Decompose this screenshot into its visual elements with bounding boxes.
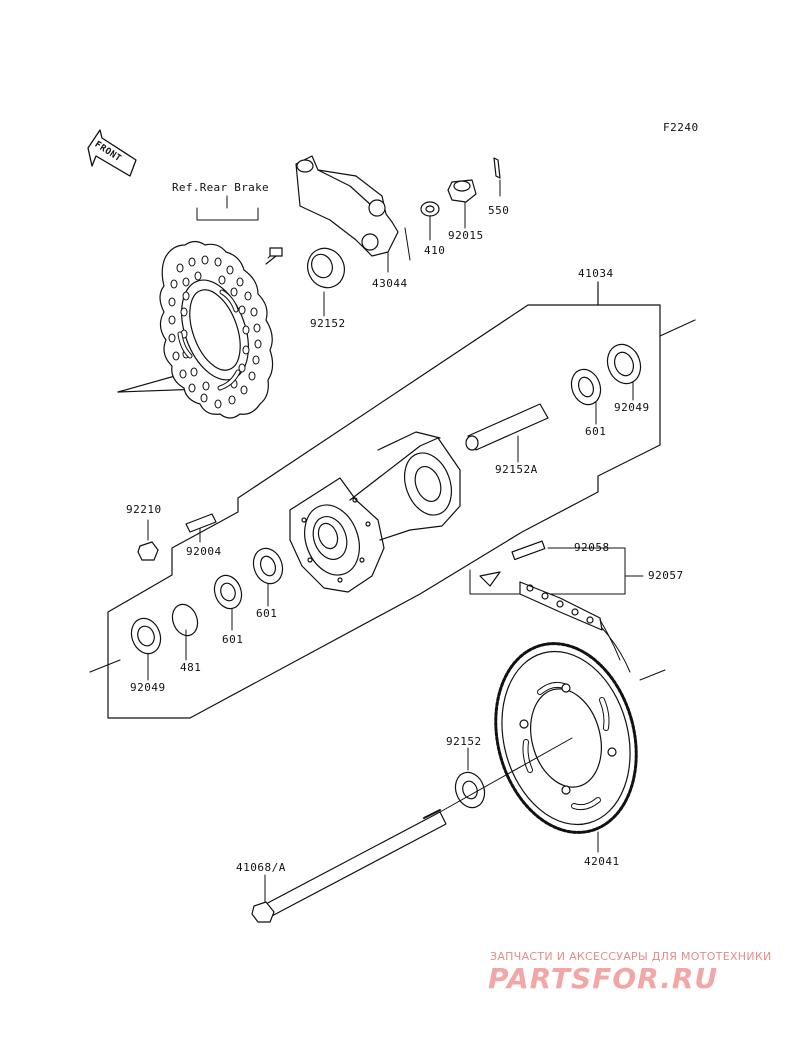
part-label-601-right: 601: [585, 425, 607, 438]
part-label-92057: 92057: [648, 569, 684, 582]
collar-bottom: [454, 771, 486, 809]
caliper-bracket: [295, 155, 399, 257]
front-arrow-icon: [87, 129, 137, 177]
seal-left: [130, 617, 162, 655]
spacer-tube: [465, 403, 549, 451]
reference-label: Ref.Rear Brake: [172, 181, 269, 194]
disc-bolt: [265, 247, 283, 265]
part-label-92210: 92210: [126, 503, 162, 516]
part-label-550: 550: [488, 204, 510, 217]
wheel-hub: [289, 431, 461, 593]
part-label-601-mid: 601: [256, 607, 278, 620]
part-label-410: 410: [424, 244, 446, 257]
figure-code: F2240: [663, 121, 699, 134]
part-label-92152a: 92152A: [495, 463, 538, 476]
bearing-right: [570, 368, 602, 406]
part-label-41034: 41034: [578, 267, 614, 280]
collar-top: [307, 247, 345, 289]
watermark-tagline: ЗАПЧАСТИ И АКСЕССУАРЫ ДЛЯ МОТОТЕХНИКИ: [490, 950, 772, 963]
part-label-92004: 92004: [186, 545, 222, 558]
cotter-pin: [493, 157, 501, 179]
washer-410: [420, 201, 440, 217]
part-label-42041: 42041: [584, 855, 620, 868]
bearing-left: [213, 574, 243, 610]
axle: [251, 737, 573, 923]
stud-92004: [185, 513, 217, 533]
nut-92210: [137, 541, 159, 561]
part-label-92015: 92015: [448, 229, 484, 242]
bearing-mid: [252, 547, 284, 585]
part-label-92049-left: 92049: [130, 681, 166, 694]
part-label-92049-right: 92049: [614, 401, 650, 414]
seal-right: [606, 343, 642, 385]
part-label-601-left: 601: [222, 633, 244, 646]
drive-chain: [479, 540, 631, 673]
part-label-92152-bottom: 92152: [446, 735, 482, 748]
part-label-481: 481: [180, 661, 202, 674]
part-label-43044: 43044: [372, 277, 408, 290]
rear-sprocket: [494, 642, 638, 834]
part-label-92152-top: 92152: [310, 317, 346, 330]
part-label-92058: 92058: [574, 541, 610, 554]
watermark-logo: PARTSFOR.RU: [488, 962, 719, 995]
circlip-481: [171, 603, 199, 637]
brake-disc: [159, 240, 274, 419]
part-label-41068a: 41068/A: [236, 861, 286, 874]
nut-92015: [447, 179, 477, 203]
